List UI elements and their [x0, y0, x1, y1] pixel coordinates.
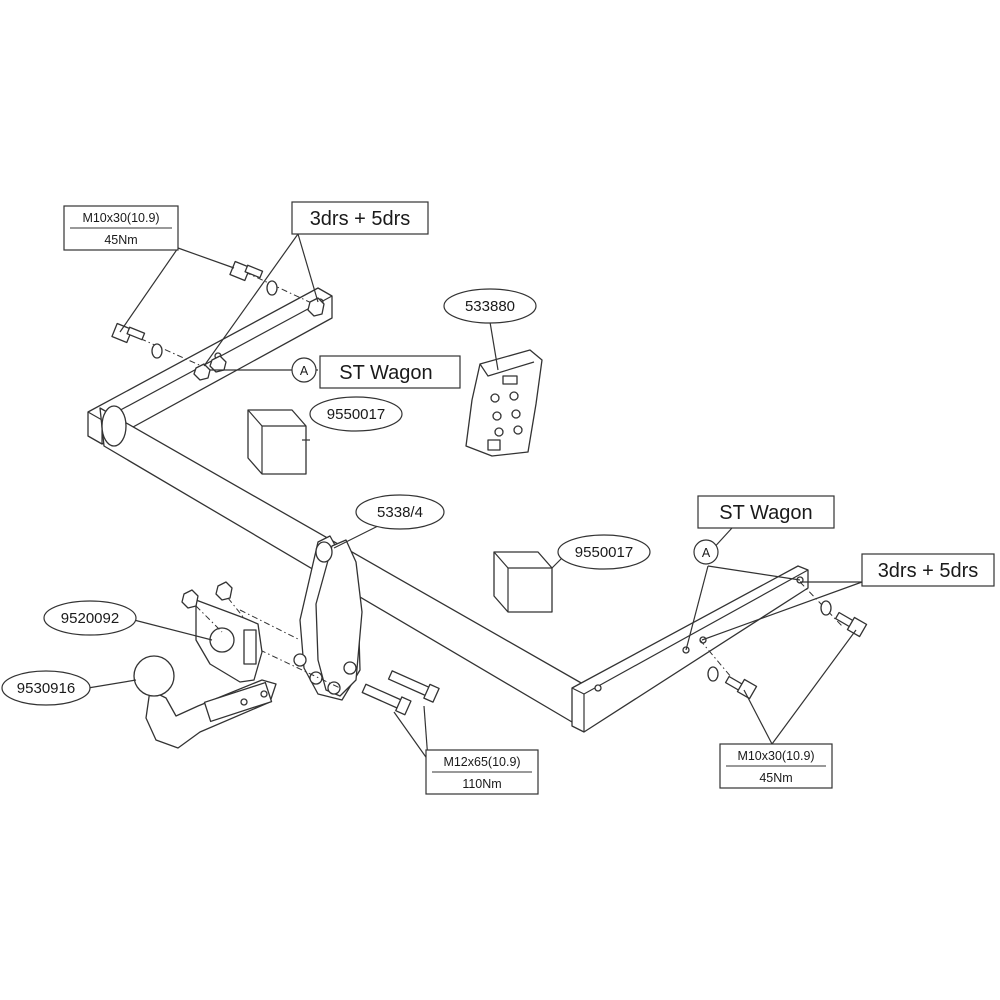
part-label-533880: 533880: [443, 288, 537, 324]
wiring-kit-shape: [465, 349, 543, 457]
leader-lines: [87, 233, 863, 761]
center-bolts: [361, 670, 440, 716]
part-number: 5338/4: [377, 504, 423, 521]
variant-text: 3drs + 5drs: [878, 560, 979, 582]
part-label-5338-4: 5338/4: [355, 494, 445, 530]
right-fasteners: [699, 581, 868, 700]
spec-torque: 45Nm: [759, 771, 792, 785]
washer: [151, 343, 163, 359]
wagon-text: ST Wagon: [339, 362, 432, 384]
variant-text: 3drs + 5drs: [310, 208, 411, 230]
washer: [266, 280, 278, 296]
part-number: 9550017: [327, 406, 385, 423]
part-number: 9520092: [61, 610, 119, 627]
part-number: 9530916: [17, 680, 75, 697]
part-label-9530916: 9530916: [1, 670, 91, 706]
part-label-9520092: 9520092: [43, 600, 137, 636]
socket-plate-shape: [181, 581, 263, 683]
spec-size: M12x65(10.9): [443, 755, 520, 769]
wagon-label-top: A ST Wagon: [291, 355, 461, 389]
spec-label-bolt-right: M10x30(10.9) 45Nm: [719, 743, 833, 789]
spec-label-bolt-left: M10x30(10.9) 45Nm: [63, 205, 179, 251]
bracket-shape: [239, 535, 363, 701]
bolt-lower-left: [111, 322, 146, 344]
part-label-9550017-left: 9550017: [309, 396, 403, 432]
marker-a: A: [300, 364, 309, 378]
tow-ball-shape: [133, 655, 277, 749]
spec-label-bolt-center: M12x65(10.9) 110Nm: [425, 749, 539, 795]
bolt-upper-right: [834, 611, 868, 638]
wagon-label-right: ST Wagon A: [693, 495, 835, 565]
marker-a: A: [702, 546, 711, 560]
part-number: 9550017: [575, 544, 633, 561]
variant-label-right: 3drs + 5drs: [861, 553, 995, 587]
spec-size: M10x30(10.9): [82, 211, 159, 225]
part-number: 533880: [465, 298, 515, 315]
wagon-text: ST Wagon: [719, 502, 812, 524]
spec-torque: 110Nm: [462, 777, 501, 791]
spacer-left-shape: [247, 409, 307, 475]
spec-size: M10x30(10.9): [737, 749, 814, 763]
part-label-9550017-right: 9550017: [557, 534, 651, 570]
spec-torque: 45Nm: [104, 233, 137, 247]
bolt-upper-left: [229, 260, 264, 282]
bolt-lower-right: [724, 675, 758, 700]
spacer-right-shape: [493, 551, 553, 613]
variant-label-top: 3drs + 5drs: [291, 201, 429, 235]
left-fasteners: [111, 260, 325, 381]
